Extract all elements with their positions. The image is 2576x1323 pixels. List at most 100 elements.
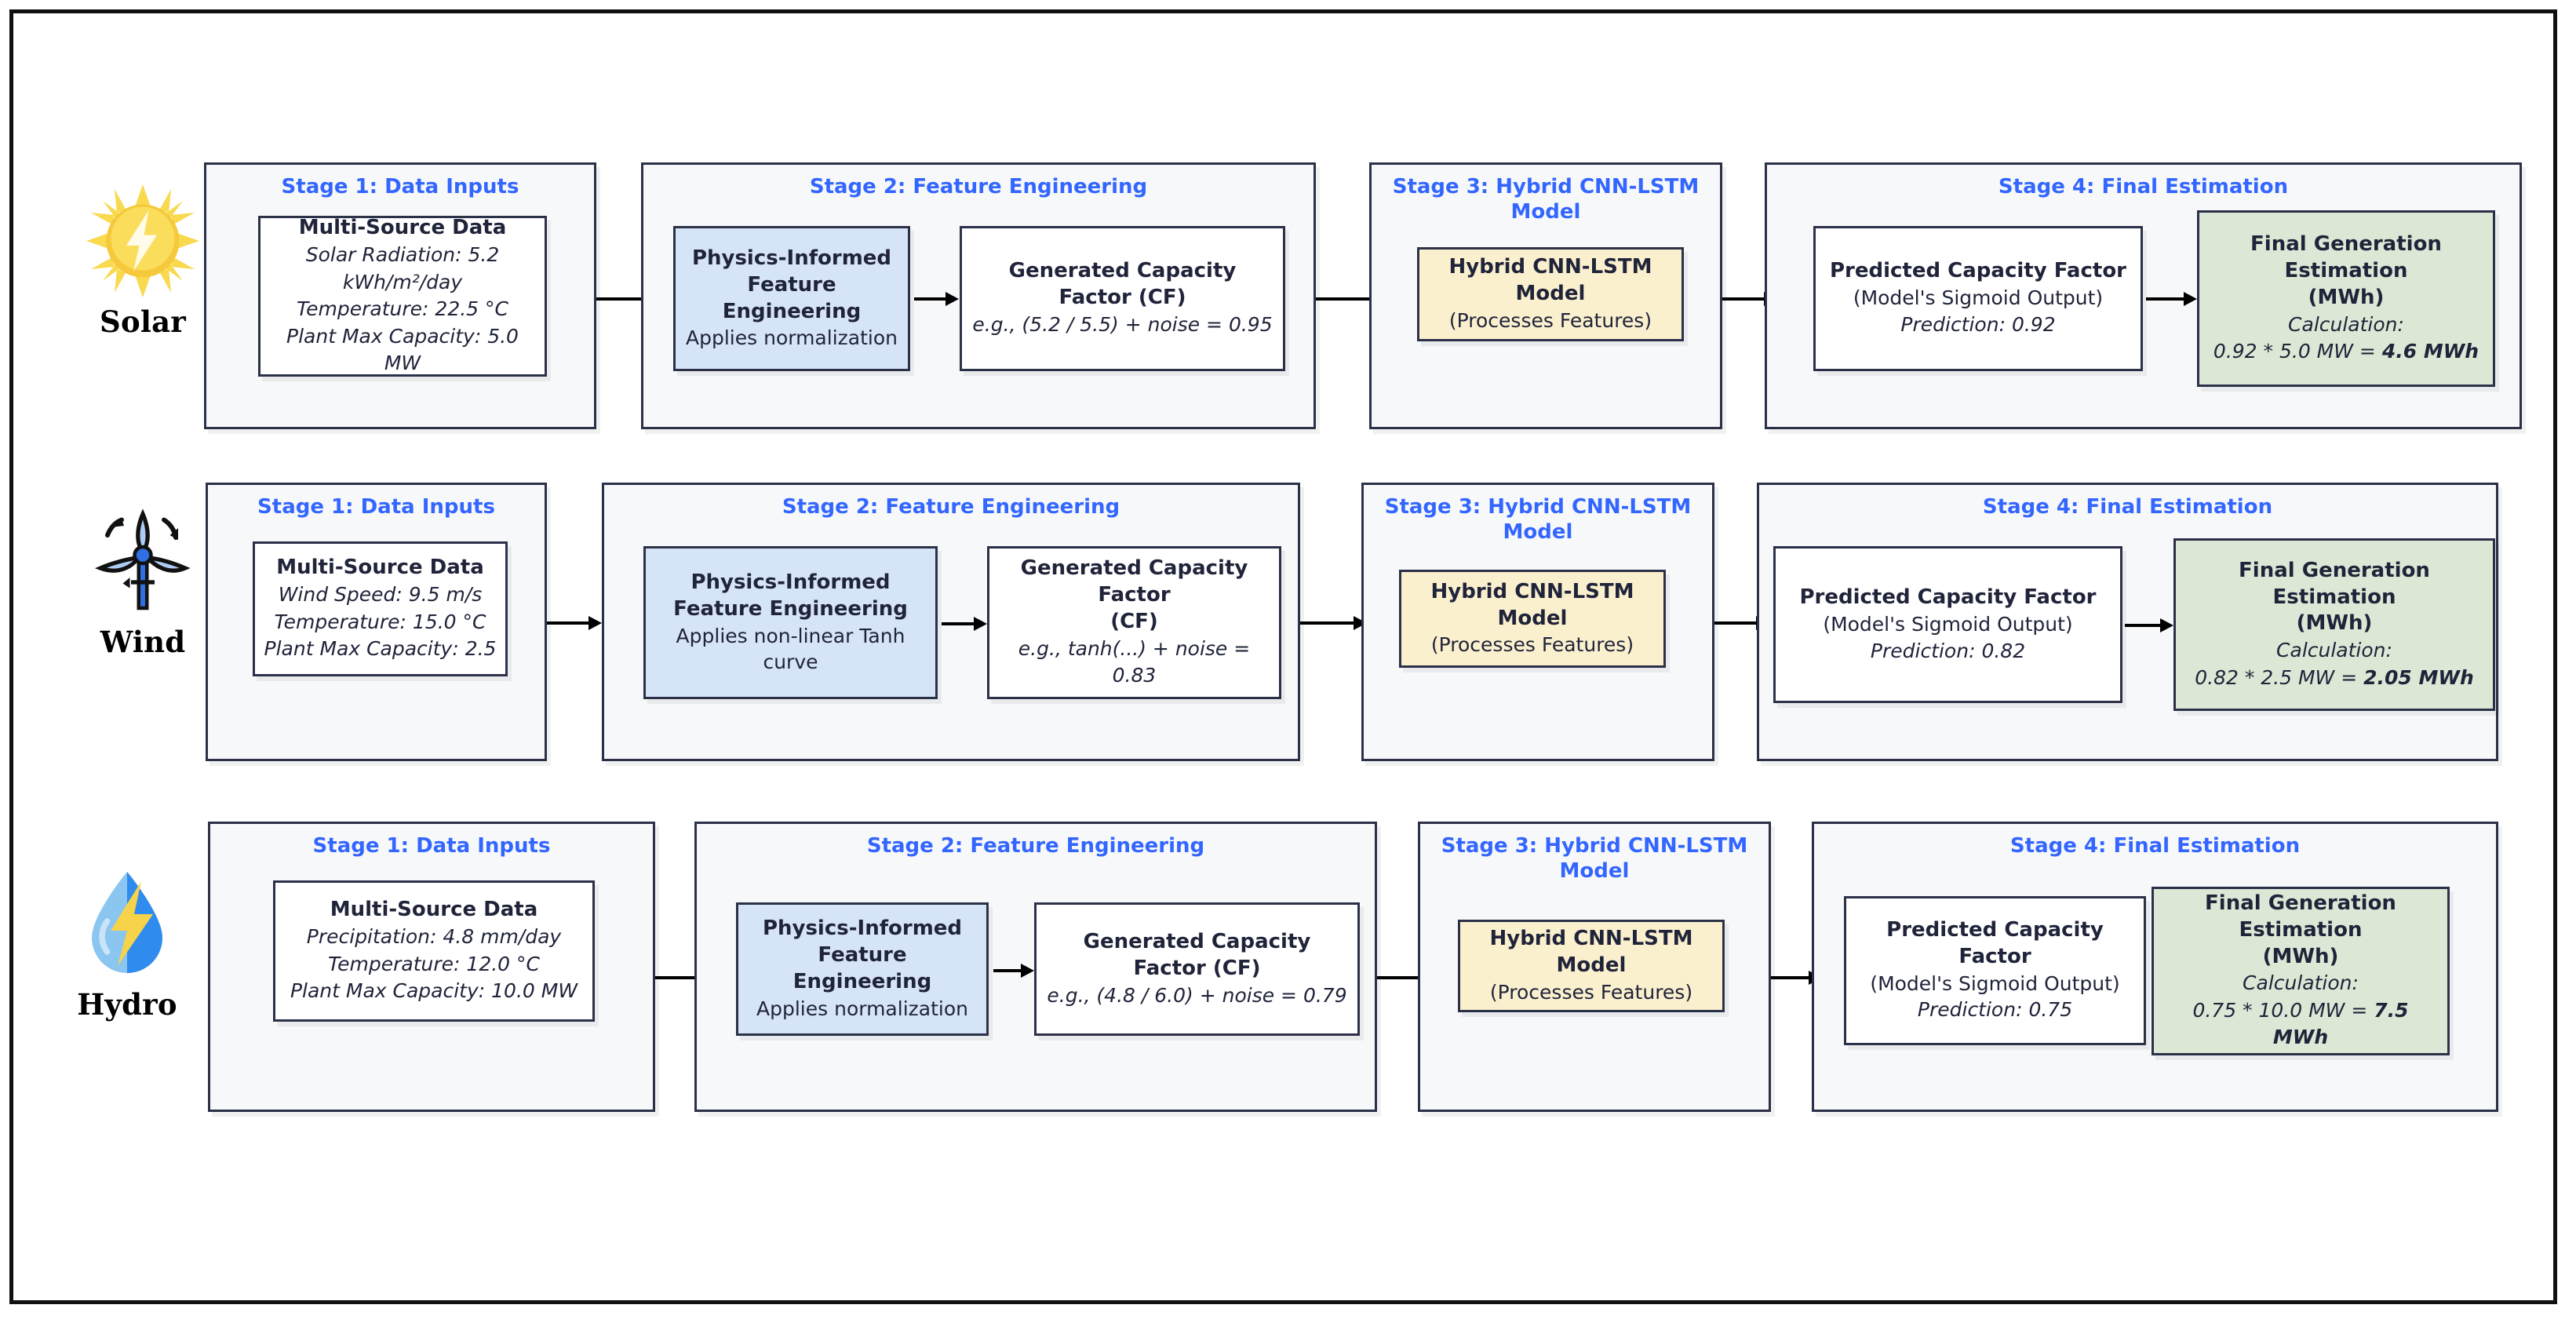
input-plant-max-capacity: Plant Max Capacity: 10.0 MW	[290, 979, 578, 1003]
input-plant-max-capacity: Plant Max Capacity: 2.5	[264, 637, 497, 661]
pipeline-row-solar: Solar Stage 1: Data Inputs Multi-Source …	[13, 151, 2553, 429]
calculation-label: Calculation:	[2276, 639, 2392, 662]
node-subtitle: (Processes Features)	[1430, 633, 1634, 657]
calculation-label: Calculation:	[2288, 312, 2404, 336]
node-title-line1: Final Generation Estimation	[2239, 558, 2430, 609]
multi-source-data-node-hydro[interactable]: Multi-Source Data Precipitation: 4.8 mm/…	[273, 880, 595, 1022]
stage-2-title: Stage 2: Feature Engineering	[866, 834, 1205, 858]
stage-3-container-solar: Stage 3: Hybrid CNN-LSTM Model Hybrid CN…	[1369, 162, 1722, 429]
cf-formula: e.g., (4.8 / 6.0) + noise = 0.79	[1047, 983, 1347, 1007]
node-title: Predicted Capacity Factor	[1829, 259, 2126, 283]
stage-3-container-hydro: Stage 3: Hybrid CNN-LSTM Model Hybrid CN…	[1418, 822, 1771, 1112]
stage-4-title: Stage 4: Final Estimation	[1998, 175, 2289, 199]
node-title: Multi-Source Data	[330, 898, 538, 922]
diagram-canvas: Solar Stage 1: Data Inputs Multi-Source …	[9, 9, 2557, 1304]
source-label: Solar	[100, 304, 186, 339]
stage-4-container-wind: Stage 4: Final Estimation Predicted Capa…	[1757, 483, 2498, 761]
node-title-line2: (MWh)	[2296, 611, 2373, 636]
node-title-line1: Physics-Informed	[762, 917, 963, 941]
stage-1-container-wind: Stage 1: Data Inputs Multi-Source Data W…	[206, 483, 547, 761]
physics-informed-feature-engineering-node-wind[interactable]: Physics-Informed Feature Engineering App…	[643, 546, 938, 699]
stage-2-container-solar: Stage 2: Feature Engineering Physics-Inf…	[641, 162, 1316, 429]
node-subtitle: (Processes Features)	[1489, 980, 1693, 1004]
hybrid-cnn-lstm-model-node-wind[interactable]: Hybrid CNN-LSTM Model (Processes Feature…	[1399, 570, 1666, 668]
hybrid-cnn-lstm-model-node-solar[interactable]: Hybrid CNN-LSTM Model (Processes Feature…	[1417, 247, 1684, 341]
node-description: Applies normalization	[756, 997, 968, 1020]
water-drop-bolt-icon	[68, 865, 186, 982]
node-title-line2: (MWh)	[2262, 944, 2339, 968]
arrow-pcf-to-final-wind	[2125, 618, 2173, 632]
node-subtitle: (Model's Sigmoid Output)	[1870, 971, 2120, 995]
node-title: Predicted Capacity Factor	[1886, 918, 2104, 968]
source-hydro: Hydro	[45, 865, 210, 1022]
stage-3-title: Stage 3: Hybrid CNN-LSTM Model	[1392, 175, 1700, 224]
calculation-value: 0.92 * 5.0 MW = 4.6 MWh	[2213, 340, 2479, 363]
stage-4-container-hydro: Stage 4: Final Estimation Predicted Capa…	[1812, 822, 2498, 1112]
node-title: Hybrid CNN-LSTM Model	[1448, 255, 1652, 306]
generated-capacity-factor-node-wind[interactable]: Generated Capacity Factor (CF) e.g., tan…	[987, 546, 1281, 699]
stage-1-title: Stage 1: Data Inputs	[257, 495, 495, 519]
stage-2-container-wind: Stage 2: Feature Engineering Physics-Inf…	[602, 483, 1300, 761]
multi-source-data-node-wind[interactable]: Multi-Source Data Wind Speed: 9.5 m/s Te…	[253, 541, 508, 676]
prediction-value: Prediction: 0.92	[1900, 313, 2056, 337]
arrow-stage2-to-stage3-wind	[1300, 616, 1367, 630]
node-title-line2: Feature Engineering	[792, 943, 932, 994]
predicted-capacity-factor-node-solar[interactable]: Predicted Capacity Factor (Model's Sigmo…	[1813, 226, 2143, 371]
source-label: Wind	[100, 625, 186, 659]
predicted-capacity-factor-node-hydro[interactable]: Predicted Capacity Factor (Model's Sigmo…	[1844, 896, 2146, 1045]
source-wind: Wind	[60, 502, 225, 659]
generated-capacity-factor-node-solar[interactable]: Generated Capacity Factor (CF) e.g., (5.…	[960, 226, 1285, 371]
node-title-line1: Final Generation Estimation	[2205, 891, 2396, 942]
hybrid-cnn-lstm-model-node-hydro[interactable]: Hybrid CNN-LSTM Model (Processes Feature…	[1458, 920, 1725, 1012]
prediction-value: Prediction: 0.75	[1917, 998, 2073, 1022]
input-temperature: Temperature: 22.5 °C	[296, 297, 508, 321]
stage-4-title: Stage 4: Final Estimation	[2009, 834, 2301, 858]
node-title: Multi-Source Data	[298, 216, 507, 240]
arrow-stage1-to-stage2-wind	[547, 616, 602, 630]
input-solar-radiation: Solar Radiation: 5.2	[305, 243, 500, 267]
stage-4-title: Stage 4: Final Estimation	[1982, 495, 2273, 519]
stage-2-title: Stage 2: Feature Engineering	[782, 495, 1120, 519]
pipeline-row-wind: Wind Stage 1: Data Inputs Multi-Source D…	[13, 475, 2553, 761]
physics-informed-feature-engineering-node-hydro[interactable]: Physics-Informed Feature Engineering App…	[736, 902, 989, 1036]
node-title-line2: (CF)	[1110, 609, 1158, 633]
stage-4-container-solar: Stage 4: Final Estimation Predicted Capa…	[1765, 162, 2522, 429]
arrow-pcf-to-final-solar	[2146, 292, 2197, 306]
node-title: Hybrid CNN-LSTM Model	[1489, 927, 1693, 978]
node-description: Applies non-linear Tanh curve	[676, 624, 905, 674]
stage-1-title: Stage 1: Data Inputs	[281, 175, 519, 199]
node-description: Applies normalization	[686, 326, 898, 350]
node-title-line1: Physics-Informed	[690, 570, 891, 594]
physics-informed-feature-engineering-node-solar[interactable]: Physics-Informed Feature Engineering App…	[673, 226, 910, 371]
stage-2-title: Stage 2: Feature Engineering	[809, 175, 1148, 199]
node-title: Hybrid CNN-LSTM Model	[1430, 579, 1634, 630]
node-title-line2: (MWh)	[2308, 285, 2385, 309]
arrow-pife-to-cf-hydro	[993, 964, 1034, 978]
stage-3-title: Stage 3: Hybrid CNN-LSTM Model	[1384, 495, 1692, 545]
node-title-line1: Final Generation Estimation	[2250, 232, 2442, 283]
arrow-pife-to-cf-solar	[914, 292, 960, 306]
calculation-value: 0.82 * 2.5 MW = 2.05 MWh	[2195, 665, 2474, 689]
node-title-line2: Feature Engineering	[722, 272, 862, 323]
stage-3-container-wind: Stage 3: Hybrid CNN-LSTM Model Hybrid CN…	[1361, 483, 1714, 761]
pipeline-row-hydro: Hydro Stage 1: Data Inputs Multi-Source …	[13, 822, 2553, 1112]
stage-3-title: Stage 3: Hybrid CNN-LSTM Model	[1441, 834, 1748, 884]
final-generation-estimation-node-wind[interactable]: Final Generation Estimation (MWh) Calcul…	[2173, 538, 2495, 711]
source-label: Hydro	[77, 987, 177, 1022]
node-title: Generated Capacity Factor (CF)	[1083, 929, 1311, 980]
input-temperature: Temperature: 15.0 °C	[274, 610, 486, 633]
arrow-pife-to-cf-wind	[942, 617, 987, 631]
predicted-capacity-factor-node-wind[interactable]: Predicted Capacity Factor (Model's Sigmo…	[1773, 546, 2122, 703]
generated-capacity-factor-node-hydro[interactable]: Generated Capacity Factor (CF) e.g., (4.…	[1034, 902, 1360, 1036]
stage-1-container-solar: Stage 1: Data Inputs Multi-Source Data S…	[204, 162, 596, 429]
input-plant-max-capacity: Plant Max Capacity: 5.0 MW	[286, 324, 519, 375]
final-generation-estimation-node-solar[interactable]: Final Generation Estimation (MWh) Calcul…	[2197, 210, 2495, 387]
node-subtitle: (Processes Features)	[1448, 308, 1652, 332]
stage-2-container-hydro: Stage 2: Feature Engineering Physics-Inf…	[694, 822, 1377, 1112]
cf-formula: e.g., tanh(...) + noise = 0.83	[1018, 636, 1251, 687]
input-precipitation: Precipitation: 4.8 mm/day	[306, 925, 562, 949]
source-solar: Solar	[60, 182, 225, 339]
final-generation-estimation-node-hydro[interactable]: Final Generation Estimation (MWh) Calcul…	[2152, 887, 2450, 1055]
stage-1-container-hydro: Stage 1: Data Inputs Multi-Source Data P…	[208, 822, 655, 1112]
multi-source-data-node-solar[interactable]: Multi-Source Data Solar Radiation: 5.2 k…	[258, 216, 547, 377]
